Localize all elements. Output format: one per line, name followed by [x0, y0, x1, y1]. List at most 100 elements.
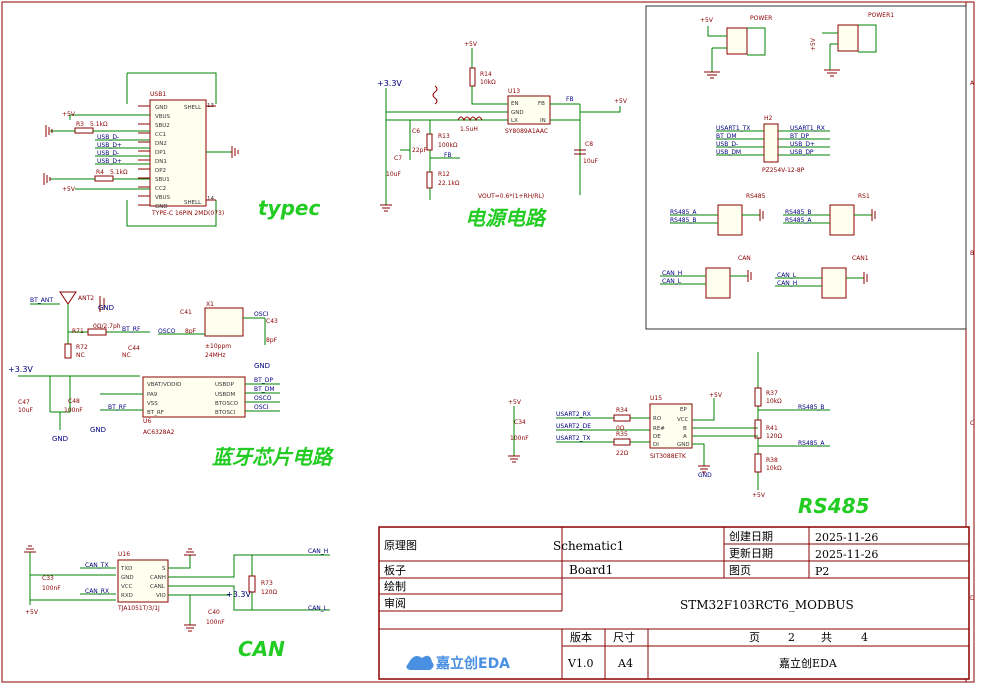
- r34-resistor[interactable]: [613, 414, 631, 422]
- x1-ref: X1: [206, 301, 214, 308]
- r35-resistor[interactable]: [613, 438, 631, 446]
- r37-resistor[interactable]: [754, 387, 762, 407]
- h2-bt-dp: BT_DP: [790, 133, 809, 140]
- net-bt-ant: BT_ANT: [30, 297, 53, 304]
- x1-frequency: 24MHz: [205, 352, 225, 359]
- r38-ref: R38: [766, 457, 778, 464]
- svg-text:RE#: RE#: [653, 426, 665, 432]
- net-osci-2: OSCI: [254, 404, 269, 411]
- tja1051-ic[interactable]: [117, 559, 169, 603]
- r73-ref: R73: [261, 580, 273, 587]
- can-rx-net: CAN_RX: [85, 588, 109, 595]
- power-vin: +3.3V: [377, 79, 402, 88]
- can-v33: +3.3V: [226, 590, 251, 599]
- r73-value: 120Ω: [261, 589, 277, 596]
- r12-resistor[interactable]: [426, 171, 433, 189]
- svg-text:BT_RF: BT_RF: [147, 410, 164, 416]
- power1-connector[interactable]: [837, 24, 859, 52]
- c41-ref: C41: [180, 309, 192, 316]
- u6-ref: U6: [143, 418, 151, 425]
- tb-page-key: 图页: [729, 564, 751, 577]
- power-ref: POWER: [750, 15, 772, 22]
- svg-text:VCC: VCC: [677, 417, 689, 423]
- svg-text:VIO: VIO: [156, 593, 166, 599]
- r38-resistor[interactable]: [754, 453, 762, 473]
- net-bt-rf-2: BT_RF: [108, 404, 127, 411]
- svg-text:EP: EP: [680, 407, 687, 413]
- c43-ref: C43: [266, 318, 278, 325]
- power1-ref: POWER1: [868, 12, 894, 19]
- power-connector[interactable]: [726, 27, 748, 55]
- svg-text:GND: GND: [155, 204, 168, 210]
- svg-text:SBU2: SBU2: [155, 123, 170, 129]
- can-tx-net: CAN_TX: [85, 562, 109, 569]
- svg-text:BTOSCO: BTOSCO: [215, 401, 239, 407]
- sit3088-ic[interactable]: [649, 403, 693, 449]
- net-usb-dp-2: USB_D+: [97, 158, 122, 165]
- net-usb-dm-2: USB_D-: [97, 150, 119, 157]
- r13-resistor[interactable]: [426, 133, 433, 151]
- h2-usart1-rx: USART1_RX: [790, 125, 825, 132]
- h2-usb-dm: USB_D-: [716, 141, 738, 148]
- jlc-eda-logo: 嘉立创EDA: [406, 655, 510, 672]
- rs485-usart2-rx: USART2_RX: [556, 411, 591, 418]
- net-usb-dp-1: USB_D+: [97, 142, 122, 149]
- r14-resistor[interactable]: [469, 67, 476, 87]
- net-osco: OSCO: [158, 328, 176, 335]
- c40-ref: C40: [208, 609, 220, 616]
- r41-resistor[interactable]: [754, 419, 762, 439]
- r35-ref: R35: [616, 431, 628, 438]
- r72-resistor[interactable]: [64, 343, 72, 359]
- panel-rs485-b-1: RS485_B: [670, 217, 697, 224]
- h2-header[interactable]: [763, 123, 779, 163]
- r71-ref: R71: [72, 328, 84, 335]
- h2-usart1-tx: USART1_TX: [716, 125, 750, 132]
- c34-ref: C34: [514, 419, 526, 426]
- title-can: CAN: [238, 637, 285, 661]
- gnd-bt-1: GND: [98, 304, 114, 312]
- svg-text:BTOSCI: BTOSCI: [215, 410, 236, 416]
- svg-text:LX: LX: [511, 118, 518, 124]
- rs485-conn1-ref: RS485: [746, 193, 766, 200]
- tb-schematic-value: Schematic1: [553, 539, 624, 553]
- can-connector-2[interactable]: [821, 267, 847, 299]
- usb-c-connector[interactable]: [149, 99, 207, 207]
- svg-text:SHELL: SHELL: [184, 105, 202, 111]
- net-osco-2: OSCO: [254, 395, 272, 402]
- r4-resistor[interactable]: [94, 175, 114, 182]
- title-bluetooth: 蓝牙芯片电路: [212, 445, 334, 469]
- can-connector-1[interactable]: [705, 267, 731, 299]
- bluetooth-block: BT_ANT ANT2 R71 0Ω/2.7ph BT_RF R72 NC C4…: [8, 291, 280, 443]
- r4-value: 5.1kΩ: [110, 169, 128, 176]
- can-l-net: CAN_L: [308, 605, 328, 612]
- tb-created-value: 2025-11-26: [815, 531, 878, 544]
- title-power: 电源电路: [465, 206, 547, 230]
- r73-resistor[interactable]: [248, 575, 256, 593]
- can-conn2-ref: CAN1: [852, 255, 869, 262]
- rs485-connector-2[interactable]: [829, 204, 855, 236]
- l1-inductor[interactable]: [457, 116, 483, 122]
- net-fb-2: FB: [566, 96, 574, 103]
- connector-panel-contents: +5V POWER +5V POWER1 H2 PZ254V-12-8P USA…: [660, 12, 894, 299]
- svg-text:VCC: VCC: [121, 584, 133, 590]
- r71-resistor[interactable]: [87, 328, 107, 336]
- sy8089-ic[interactable]: [507, 95, 551, 125]
- c40-value: 100nF: [206, 619, 225, 626]
- crystal-24mhz[interactable]: [204, 307, 244, 337]
- r37-value: 10kΩ: [766, 398, 782, 405]
- tb-updated-value: 2025-11-26: [815, 548, 878, 561]
- svg-text:DE: DE: [653, 434, 661, 440]
- net-osci: OSCI: [254, 311, 269, 318]
- svg-text:SBU1: SBU1: [155, 177, 170, 183]
- ac6328-ic[interactable]: [142, 376, 246, 418]
- u13-ref: U13: [508, 88, 520, 95]
- net-bt-dp: BT_DP: [254, 377, 273, 384]
- panel-can-h-1: CAN_H: [662, 270, 682, 277]
- rs485-connector-1[interactable]: [717, 204, 743, 236]
- c33-value: 100nF: [42, 585, 61, 592]
- r3-resistor[interactable]: [74, 127, 94, 134]
- gnd-rs485: GND: [698, 472, 712, 479]
- svg-text:14: 14: [207, 196, 214, 202]
- antenna-icon: [59, 291, 77, 305]
- r13-ref: R13: [438, 133, 450, 140]
